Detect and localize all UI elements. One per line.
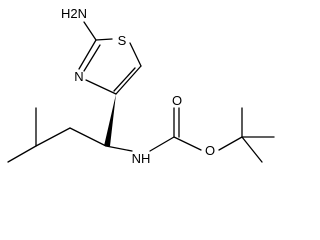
amino-label: H2N <box>61 6 87 21</box>
sulfur-label: S <box>118 33 127 48</box>
bond-stereo-nh <box>105 145 133 152</box>
bond-c5-c4 <box>115 65 142 95</box>
bond-c4-n3 <box>85 79 117 95</box>
bond-tbu-methyl-down <box>241 136 263 163</box>
wedge-bond-c4-stereocenter <box>104 94 116 146</box>
bond-ch-methyl-down <box>7 145 37 163</box>
bond-stereo-ch2 <box>69 127 107 147</box>
bond-n3-c2-double <box>83 44 101 72</box>
bond-c2-amino <box>83 21 97 41</box>
chemical-structure: H2N S N NH O O <box>7 6 275 166</box>
bond-c2-s <box>95 38 113 41</box>
bond-carbonyl-ester-o <box>173 136 202 151</box>
bond-nh-carbonyl <box>149 136 175 152</box>
carbonyl-oxygen-label: O <box>172 93 182 108</box>
bond-n3-c2 <box>78 39 97 70</box>
ester-oxygen-label: O <box>205 143 215 158</box>
bonds <box>7 21 275 163</box>
bond-c5-c4-double <box>113 67 136 92</box>
carbamate-nitrogen-label: NH <box>132 151 151 166</box>
bond-ch2-ch <box>35 127 71 147</box>
bond-s-c5 <box>129 42 142 67</box>
bond-ester-o-tbu <box>218 136 243 151</box>
atom-labels: H2N S N NH O O <box>61 6 215 166</box>
thiazole-nitrogen-label: N <box>74 69 83 84</box>
